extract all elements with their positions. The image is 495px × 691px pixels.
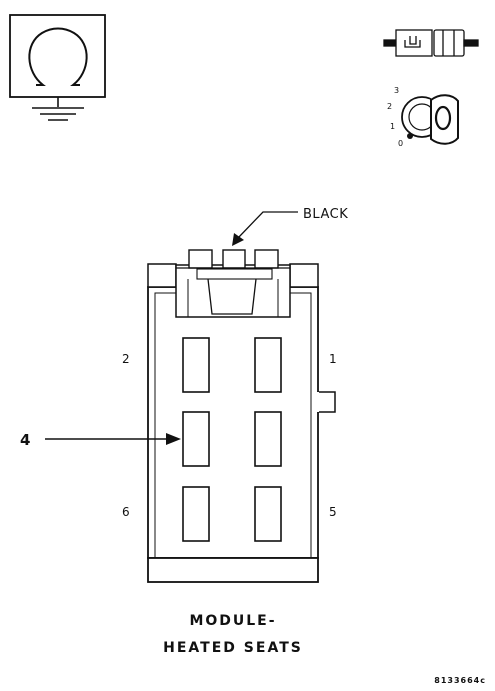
callout-arrow: [45, 433, 181, 445]
cavity-pin-3: [254, 411, 282, 467]
ignition-key-icon: 3 2 1 0: [387, 86, 459, 148]
color-callout-arrow: [232, 211, 298, 246]
figure-id: 8133664c: [434, 676, 486, 685]
callout-number: 4: [20, 431, 30, 449]
key-position-2: 2: [387, 102, 392, 111]
cavity-pin-2: [182, 337, 210, 393]
diagram-title-line2: HEATED SEATS: [163, 640, 303, 656]
connector-housing: [147, 263, 336, 583]
ground-symbol-icon: [9, 14, 106, 121]
cavity-pin-4: [182, 411, 210, 467]
connector-lock: [175, 249, 291, 318]
cavity-pin-1: [254, 337, 282, 393]
pin-number-1: 1: [329, 352, 337, 366]
key-position-1: 1: [390, 122, 395, 131]
cavity-pin-6: [182, 486, 210, 542]
cavity-pin-5: [254, 486, 282, 542]
key-position-3: 3: [394, 86, 399, 95]
connector-icon: [383, 29, 479, 57]
key-position-0: 0: [398, 139, 403, 148]
connector-color-label: BLACK: [303, 207, 348, 222]
pin-number-2: 2: [122, 352, 130, 366]
diagram-title-line1: MODULE-: [189, 613, 276, 629]
pin-number-6: 6: [122, 505, 130, 519]
terminal-cavities: [182, 337, 282, 542]
pin-number-5: 5: [329, 505, 337, 519]
